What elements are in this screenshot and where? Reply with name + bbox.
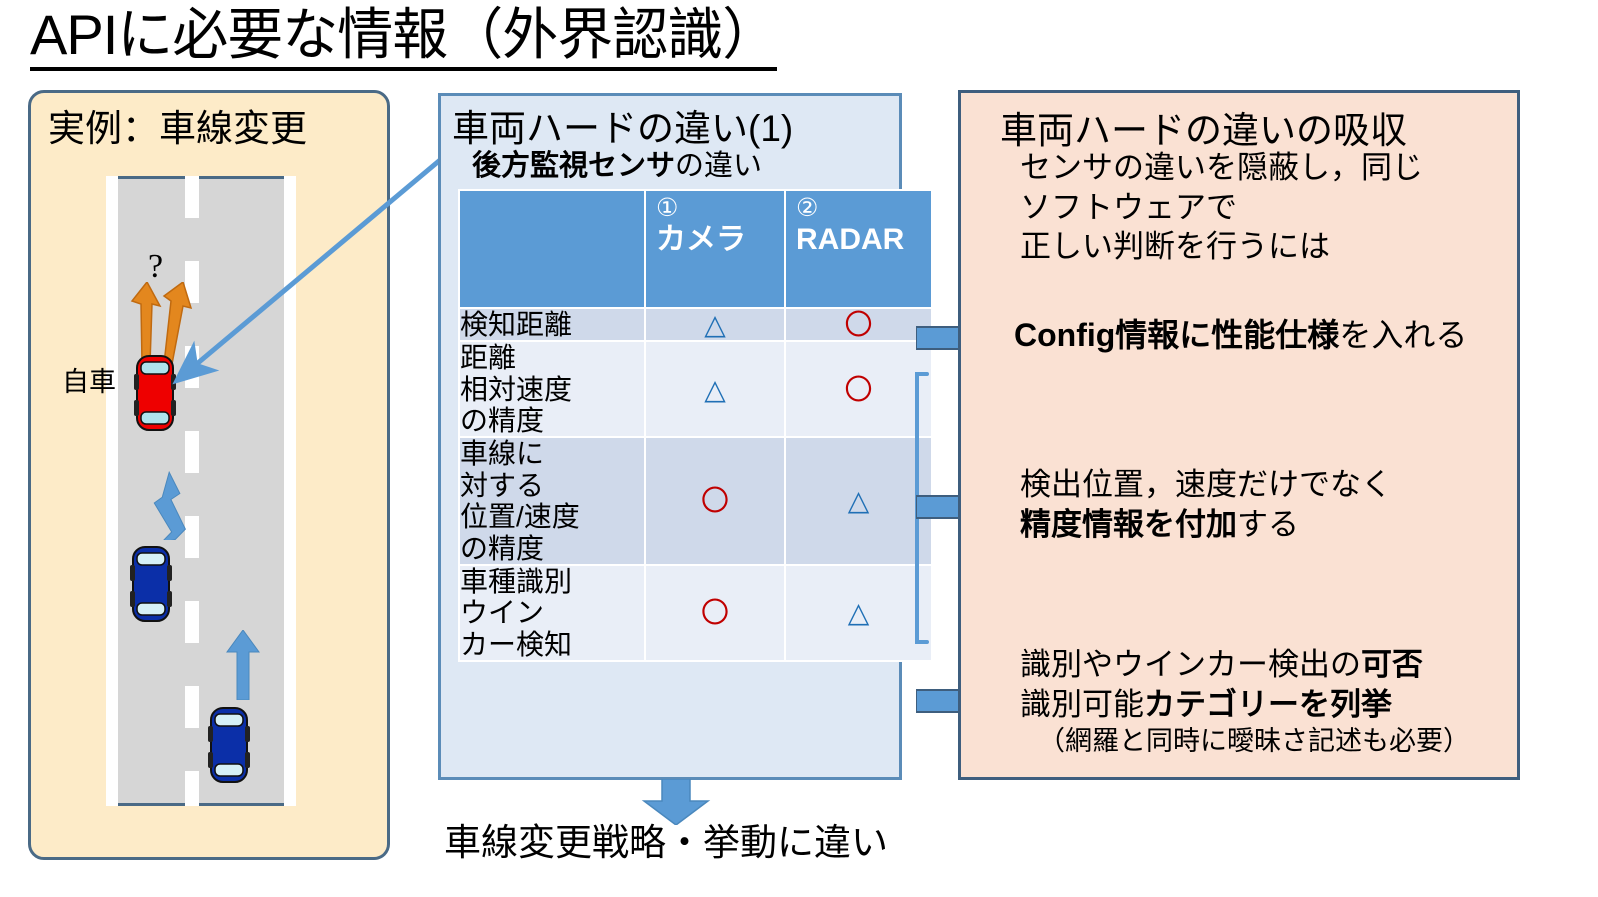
table-row: 検知距離 △ 〇 <box>458 306 933 343</box>
ego-maneuver-arrows-icon <box>126 280 206 369</box>
road-edge-line-left <box>106 176 118 806</box>
table-header-camera: ① カメラ <box>644 189 786 309</box>
table-row-label: 車種識別 ウイン カー検知 <box>458 563 646 662</box>
vehicle-motion-arrow-icon-1 <box>146 470 192 545</box>
table-row-label: 車線に 対する 位置/速度 の精度 <box>458 436 646 566</box>
table-panel-subtitle-rest: の違い <box>675 150 763 182</box>
circle-mark-icon: 〇 <box>700 484 729 518</box>
solution-point-2-bold: 精度情報を付加 <box>1020 507 1237 543</box>
solution-point-3-note: （網羅と同時に曖昧さ記述も必要） <box>1038 726 1470 757</box>
table-cell-radar: 〇 <box>784 306 933 343</box>
solution-point-2-rest: する <box>1237 507 1299 543</box>
table-panel-title: 車両ハードの違い(1) <box>452 108 794 149</box>
solution-panel <box>958 90 1520 780</box>
table-row: 車線に 対する 位置/速度 の精度 〇 △ <box>458 436 933 566</box>
triangle-mark-icon: △ <box>847 484 870 518</box>
table-header-radar-number: ② <box>796 194 819 222</box>
solution-point-2-line1: 検出位置，速度だけでなく <box>1020 467 1392 502</box>
example-panel-title: 実例：車線変更 <box>48 108 307 149</box>
other-vehicle-icon-2 <box>208 706 250 784</box>
question-mark-label: ? <box>148 248 164 285</box>
solution-point-2: 検出位置，速度だけでなく 精度情報を付加する <box>1020 465 1392 546</box>
solution-point-1: Config情報に性能仕様を入れる <box>1014 310 1467 356</box>
table-row-label: 距離 相対速度 の精度 <box>458 340 646 439</box>
table-row: 距離 相対速度 の精度 △ 〇 <box>458 340 933 439</box>
table-cell-radar: 〇 <box>784 340 933 439</box>
table-header-camera-number: ① <box>656 194 679 222</box>
vehicle-motion-arrow-icon-2 <box>225 629 261 705</box>
sensor-comparison-table: ① カメラ ② RADAR 検知距離 △ 〇 距離 相対速度 の精度 △ 〇 車… <box>458 189 933 662</box>
table-row: 車種識別 ウイン カー検知 〇 △ <box>458 563 933 662</box>
table-cell-radar: △ <box>784 436 933 566</box>
table-header-radar-name: RADAR <box>796 222 905 256</box>
solution-point-3-line2b: カテゴリーを列挙 <box>1144 686 1392 722</box>
table-to-vehicle-pointer-icon <box>150 140 470 395</box>
solution-point-3-line1: 識別やウインカー検出の可否 <box>1020 645 1470 685</box>
solution-panel-lead: センサの違いを隠蔽し，同じ ソフトウェアで 正しい判断を行うには <box>1020 150 1423 265</box>
other-vehicle-icon-1 <box>130 545 172 623</box>
circle-mark-icon: 〇 <box>700 596 729 630</box>
ego-vehicle-icon <box>134 354 176 432</box>
table-header-camera-name: カメラ <box>656 222 746 256</box>
table-cell-radar: △ <box>784 563 933 662</box>
solution-point-3-line2a: 識別可能 <box>1020 686 1144 722</box>
page-title: APIに必要な情報（外界認識） <box>30 5 778 71</box>
lane-divider-dashes <box>185 176 199 806</box>
triangle-mark-icon: △ <box>704 308 726 341</box>
road-edge-line-right <box>284 176 296 806</box>
solution-point-3: 識別やウインカー検出の可否 識別可能カテゴリーを列挙 （網羅と同時に曖昧さ記述も… <box>1020 645 1470 759</box>
solution-point-3-line2: 識別可能カテゴリーを列挙 <box>1020 685 1470 725</box>
solution-point-1-bold: Config情報に性能仕様 <box>1014 317 1340 353</box>
table-header-row: ① カメラ ② RADAR <box>458 189 933 309</box>
table-row-label: 検知距離 <box>458 306 646 343</box>
table-header-radar: ② RADAR <box>784 189 933 309</box>
solution-point-1-rest: を入れる <box>1339 317 1468 353</box>
triangle-mark-icon: △ <box>847 596 870 630</box>
road-surface <box>106 176 296 806</box>
table-header-blank <box>458 189 646 309</box>
table-cell-camera: 〇 <box>644 563 786 662</box>
table-cell-camera: △ <box>644 306 786 343</box>
circle-mark-icon: 〇 <box>844 372 873 406</box>
solution-point-3-line1a: 識別やウインカー検出の <box>1020 647 1361 682</box>
triangle-mark-icon: △ <box>704 372 726 406</box>
ego-vehicle-label: 自車 <box>62 367 116 397</box>
bottom-note: 車線変更戦略・挙動に違い <box>444 822 888 863</box>
table-cell-camera: △ <box>644 340 786 439</box>
circle-mark-icon: 〇 <box>844 308 873 341</box>
solution-point-3-line1b: 可否 <box>1361 647 1423 682</box>
table-panel-subtitle: 後方監視センサの違い <box>472 142 762 184</box>
table-cell-camera: 〇 <box>644 436 786 566</box>
solution-panel-title: 車両ハードの違いの吸収 <box>1000 110 1407 151</box>
down-arrow-icon <box>638 778 714 830</box>
table-panel-subtitle-bold: 後方監視センサ <box>472 150 676 182</box>
solution-point-2-line2: 精度情報を付加する <box>1020 505 1392 545</box>
